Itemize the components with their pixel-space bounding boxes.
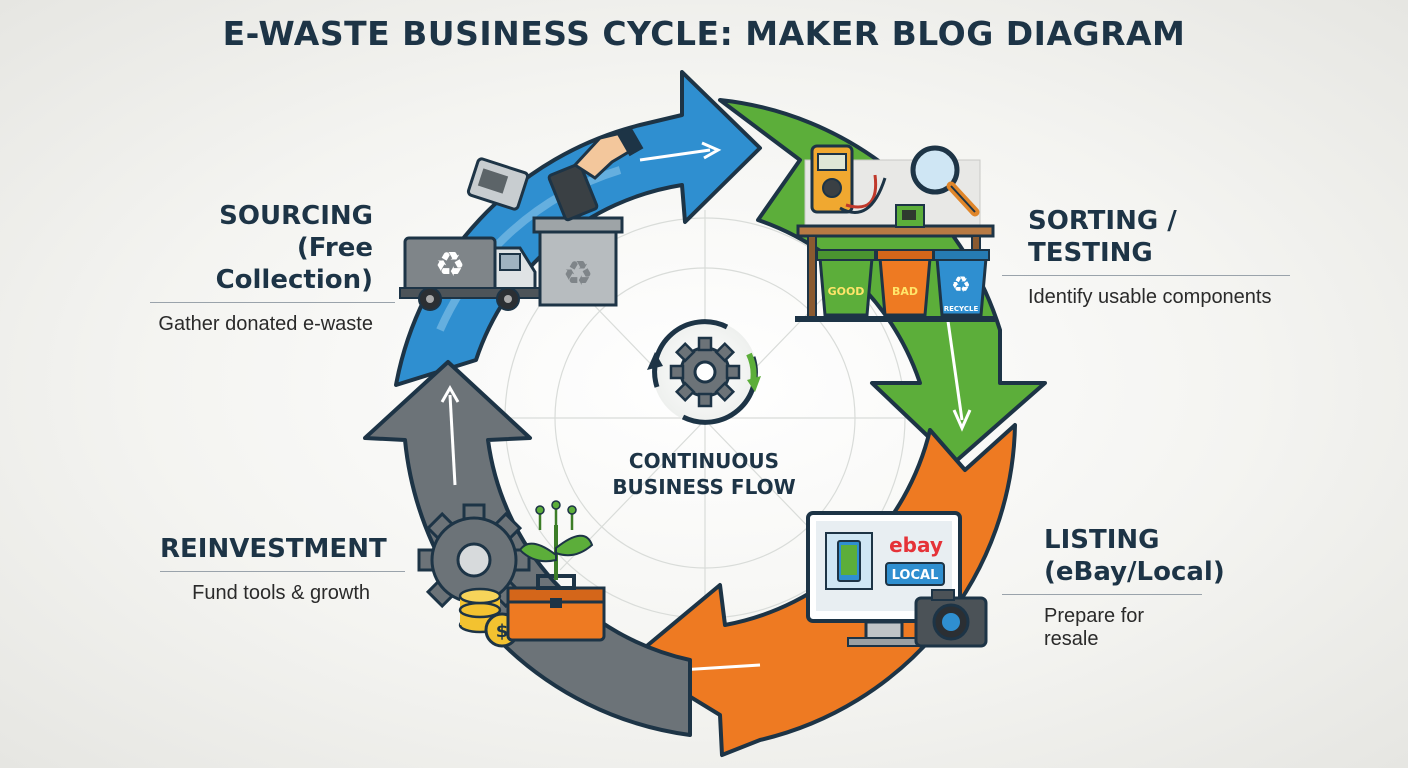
sourcing-desc: Gather donated e-waste: [158, 313, 373, 335]
sorting-bin-good: GOOD: [816, 249, 876, 317]
sourcing-divider: [150, 302, 395, 303]
reinvestment-label: REINVESTMENT Fund tools & growth: [160, 533, 405, 605]
listing-desc: Prepare for resale: [1044, 605, 1145, 650]
sourcing-label: SOURCING (Free Collection) Gather donate…: [150, 200, 395, 336]
reinvestment-divider: [160, 571, 405, 572]
camera-icon: [914, 589, 988, 648]
sorting-bin-bad: BAD: [876, 249, 934, 317]
sourcing-title-line2: (Free Collection): [215, 233, 373, 295]
svg-text:♻: ♻: [951, 273, 971, 298]
local-badge: LOCAL: [892, 568, 939, 583]
ebay-logo: ebay: [889, 533, 943, 557]
bin-good-label: GOOD: [828, 285, 865, 298]
monitor-icon: ebay LOCAL: [806, 511, 962, 647]
listing-title-line1: LISTING: [1044, 525, 1160, 555]
circuit-board-icon: [895, 204, 925, 228]
bin-bad-label: BAD: [892, 285, 918, 298]
sorting-desc: Identify usable components: [1028, 286, 1272, 308]
multimeter-icon: [810, 144, 887, 214]
reinvestment-desc: Fund tools & growth: [192, 582, 370, 604]
bin-recycle-label: RECYCLE: [944, 305, 979, 313]
listing-divider: [1002, 594, 1202, 595]
plant-icon: [518, 500, 594, 580]
center-label-line2: BUSINESS FLOW: [612, 475, 796, 499]
svg-text:♻: ♻: [435, 245, 465, 285]
magnifier-icon: [910, 145, 980, 217]
recycle-bin-icon: ♻: [532, 125, 644, 307]
sorting-title: SORTING / TESTING: [1028, 206, 1177, 268]
listing-title-line2: (eBay/Local): [1044, 557, 1225, 587]
sorting-label: SORTING / TESTING Identify usable compon…: [1002, 205, 1290, 309]
old-device-icon: [466, 157, 530, 211]
recycle-truck-icon: ♻: [399, 236, 541, 311]
center-label: CONTINUOUS BUSINESS FLOW: [584, 448, 824, 500]
svg-text:$: $: [496, 621, 509, 642]
sorting-bin-recycle: ♻ RECYCLE: [933, 249, 990, 317]
listing-label: LISTING (eBay/Local) Prepare for resale: [1002, 524, 1225, 651]
toolbox-icon: [506, 574, 606, 642]
center-gear-icon: [647, 319, 761, 425]
gear-icon: [417, 503, 531, 617]
sourcing-title-line1: SOURCING: [219, 201, 373, 231]
reinvestment-title: REINVESTMENT: [160, 534, 387, 564]
svg-text:♻: ♻: [563, 254, 593, 294]
center-label-line1: CONTINUOUS: [628, 449, 780, 473]
coins-icon: $: [458, 587, 520, 648]
sorting-divider: [1002, 275, 1290, 276]
page-title: E-WASTE BUSINESS CYCLE: MAKER BLOG DIAGR…: [222, 14, 1186, 53]
